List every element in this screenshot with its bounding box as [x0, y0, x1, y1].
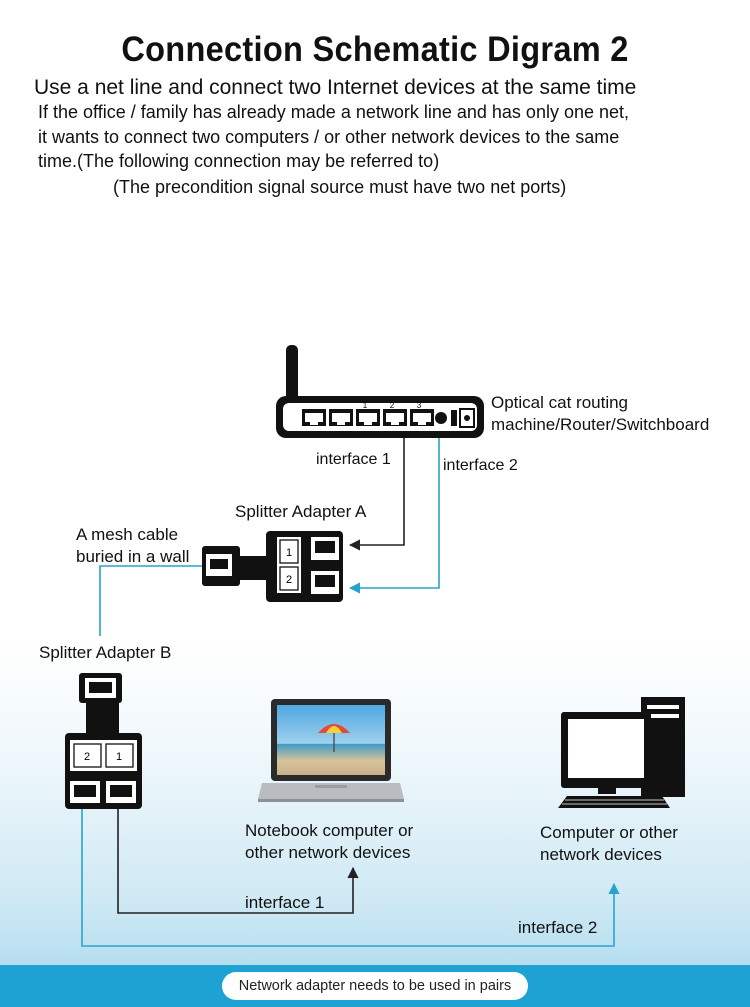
- description-line: If the office / family has already made …: [38, 102, 630, 122]
- router-port-number: 1: [363, 401, 368, 410]
- description-line: it wants to connect two computers / or o…: [38, 127, 620, 147]
- notebook-label: Notebook computer or: [245, 821, 414, 840]
- router-icon: 1 2 3: [276, 345, 484, 438]
- notebook-label: other network devices: [245, 843, 411, 862]
- precondition-note: (The precondition signal source must hav…: [113, 177, 567, 197]
- page-title: Connection Schematic Digram 2: [121, 30, 629, 69]
- footer-note: Network adapter needs to be used in pair…: [222, 972, 528, 1000]
- router-interface-1-label: interface 1: [316, 451, 391, 468]
- router-port-number: 3: [417, 401, 422, 410]
- desktop-label: Computer or other: [540, 823, 678, 842]
- splitter-a-port-number: 2: [286, 574, 292, 586]
- splitter-b-port-number: 2: [84, 751, 90, 763]
- router-label: Optical cat routing: [491, 393, 629, 412]
- notebook-interface-label: interface 1: [245, 893, 325, 912]
- router-interface-2-line: [348, 438, 440, 594]
- desktop-label: network devices: [540, 845, 662, 864]
- desktop-interface-label: interface 2: [518, 918, 598, 937]
- splitter-a-port-number: 1: [286, 547, 292, 559]
- desktop-computer-icon: [558, 697, 685, 808]
- splitter-b-port-number: 1: [116, 751, 122, 763]
- splitter-b-icon: 2 1: [65, 673, 142, 809]
- wall-cable-line: [99, 565, 202, 636]
- wall-cable-label: buried in a wall: [76, 547, 190, 566]
- subtitle: Use a net line and connect two Internet …: [34, 76, 637, 99]
- router-port-number: 2: [390, 401, 395, 410]
- splitter-b-label: Splitter Adapter B: [39, 643, 172, 662]
- description-line: time.(The following connection may be re…: [38, 151, 440, 171]
- desktop-interface-line: [81, 809, 620, 947]
- splitter-a-label: Splitter Adapter A: [235, 502, 367, 521]
- notebook-interface-line: [117, 809, 359, 914]
- wall-cable-label: A mesh cable: [76, 525, 179, 544]
- splitter-a-icon: 1 2: [202, 531, 343, 602]
- router-label: machine/Router/Switchboard: [491, 415, 710, 434]
- router-interface-1-line: [348, 438, 405, 551]
- router-interface-2-label: interface 2: [443, 457, 518, 474]
- notebook-icon: [258, 699, 404, 802]
